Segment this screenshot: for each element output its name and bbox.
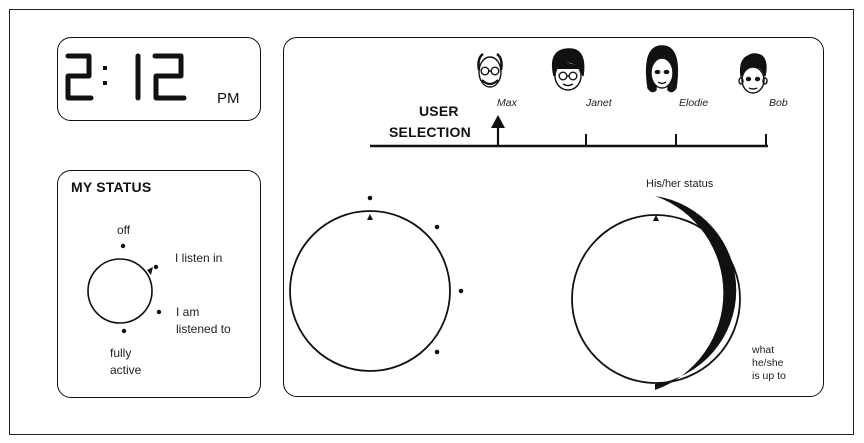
woman-glasses-avatar-icon[interactable]	[551, 48, 585, 91]
user-selection-title-line1: USER	[419, 103, 459, 119]
channel-dial[interactable]	[289, 210, 451, 372]
my-status-dial[interactable]	[58, 171, 262, 399]
main-graphics	[289, 45, 768, 390]
partner-side-label: what he/she is up to	[752, 344, 786, 382]
status-pointer-icon	[147, 267, 153, 275]
status-dot-listened-to	[156, 309, 162, 315]
young-man-avatar-icon[interactable]	[738, 53, 768, 94]
seven-segment-display	[65, 53, 187, 101]
status-option-listen-in[interactable]: I listen in	[175, 251, 223, 265]
main-panel: USER SELECTION	[283, 37, 824, 397]
status-dot-listen-in	[153, 264, 159, 270]
user-name-bob[interactable]: Bob	[769, 97, 788, 109]
colon-bottom	[103, 81, 107, 85]
status-dot-off	[120, 243, 126, 249]
channel-dial-pointer-icon	[367, 214, 373, 220]
partner-status-arc	[655, 196, 737, 390]
status-knob[interactable]	[87, 258, 153, 324]
channel-dot-2	[434, 224, 440, 230]
partner-arc-label: His/her status	[646, 178, 714, 190]
user-name-elodie[interactable]: Elodie	[679, 97, 709, 109]
channel-dot-4	[434, 349, 440, 355]
digit-2	[65, 53, 94, 101]
partner-dial-pointer-icon	[653, 215, 659, 221]
device-frame	[9, 9, 854, 435]
user-name-janet[interactable]: Janet	[586, 97, 612, 109]
user-selection-title-line2: SELECTION	[389, 124, 471, 140]
channel-dot-1	[367, 195, 373, 201]
channel-dot-3	[458, 288, 464, 294]
my-status-title: MY STATUS	[71, 179, 152, 195]
bald-man-glasses-avatar-icon[interactable]	[477, 52, 503, 88]
colon-top	[103, 66, 107, 70]
digit-2b	[152, 53, 187, 101]
period-label: PM	[217, 90, 240, 107]
status-option-off[interactable]: off	[117, 223, 131, 237]
my-status-panel: MY STATUS off I listen in I am listened …	[57, 170, 261, 398]
selection-arrow-icon[interactable]	[491, 115, 505, 128]
status-option-listened-to[interactable]: I am listened to	[176, 305, 231, 336]
user-name-max[interactable]: Max	[497, 97, 517, 109]
long-hair-woman-avatar-icon[interactable]	[645, 45, 679, 93]
status-option-fully-active[interactable]: fully active	[110, 346, 142, 377]
clock-panel: PM	[57, 37, 261, 121]
status-dot-fully-active	[121, 328, 127, 334]
